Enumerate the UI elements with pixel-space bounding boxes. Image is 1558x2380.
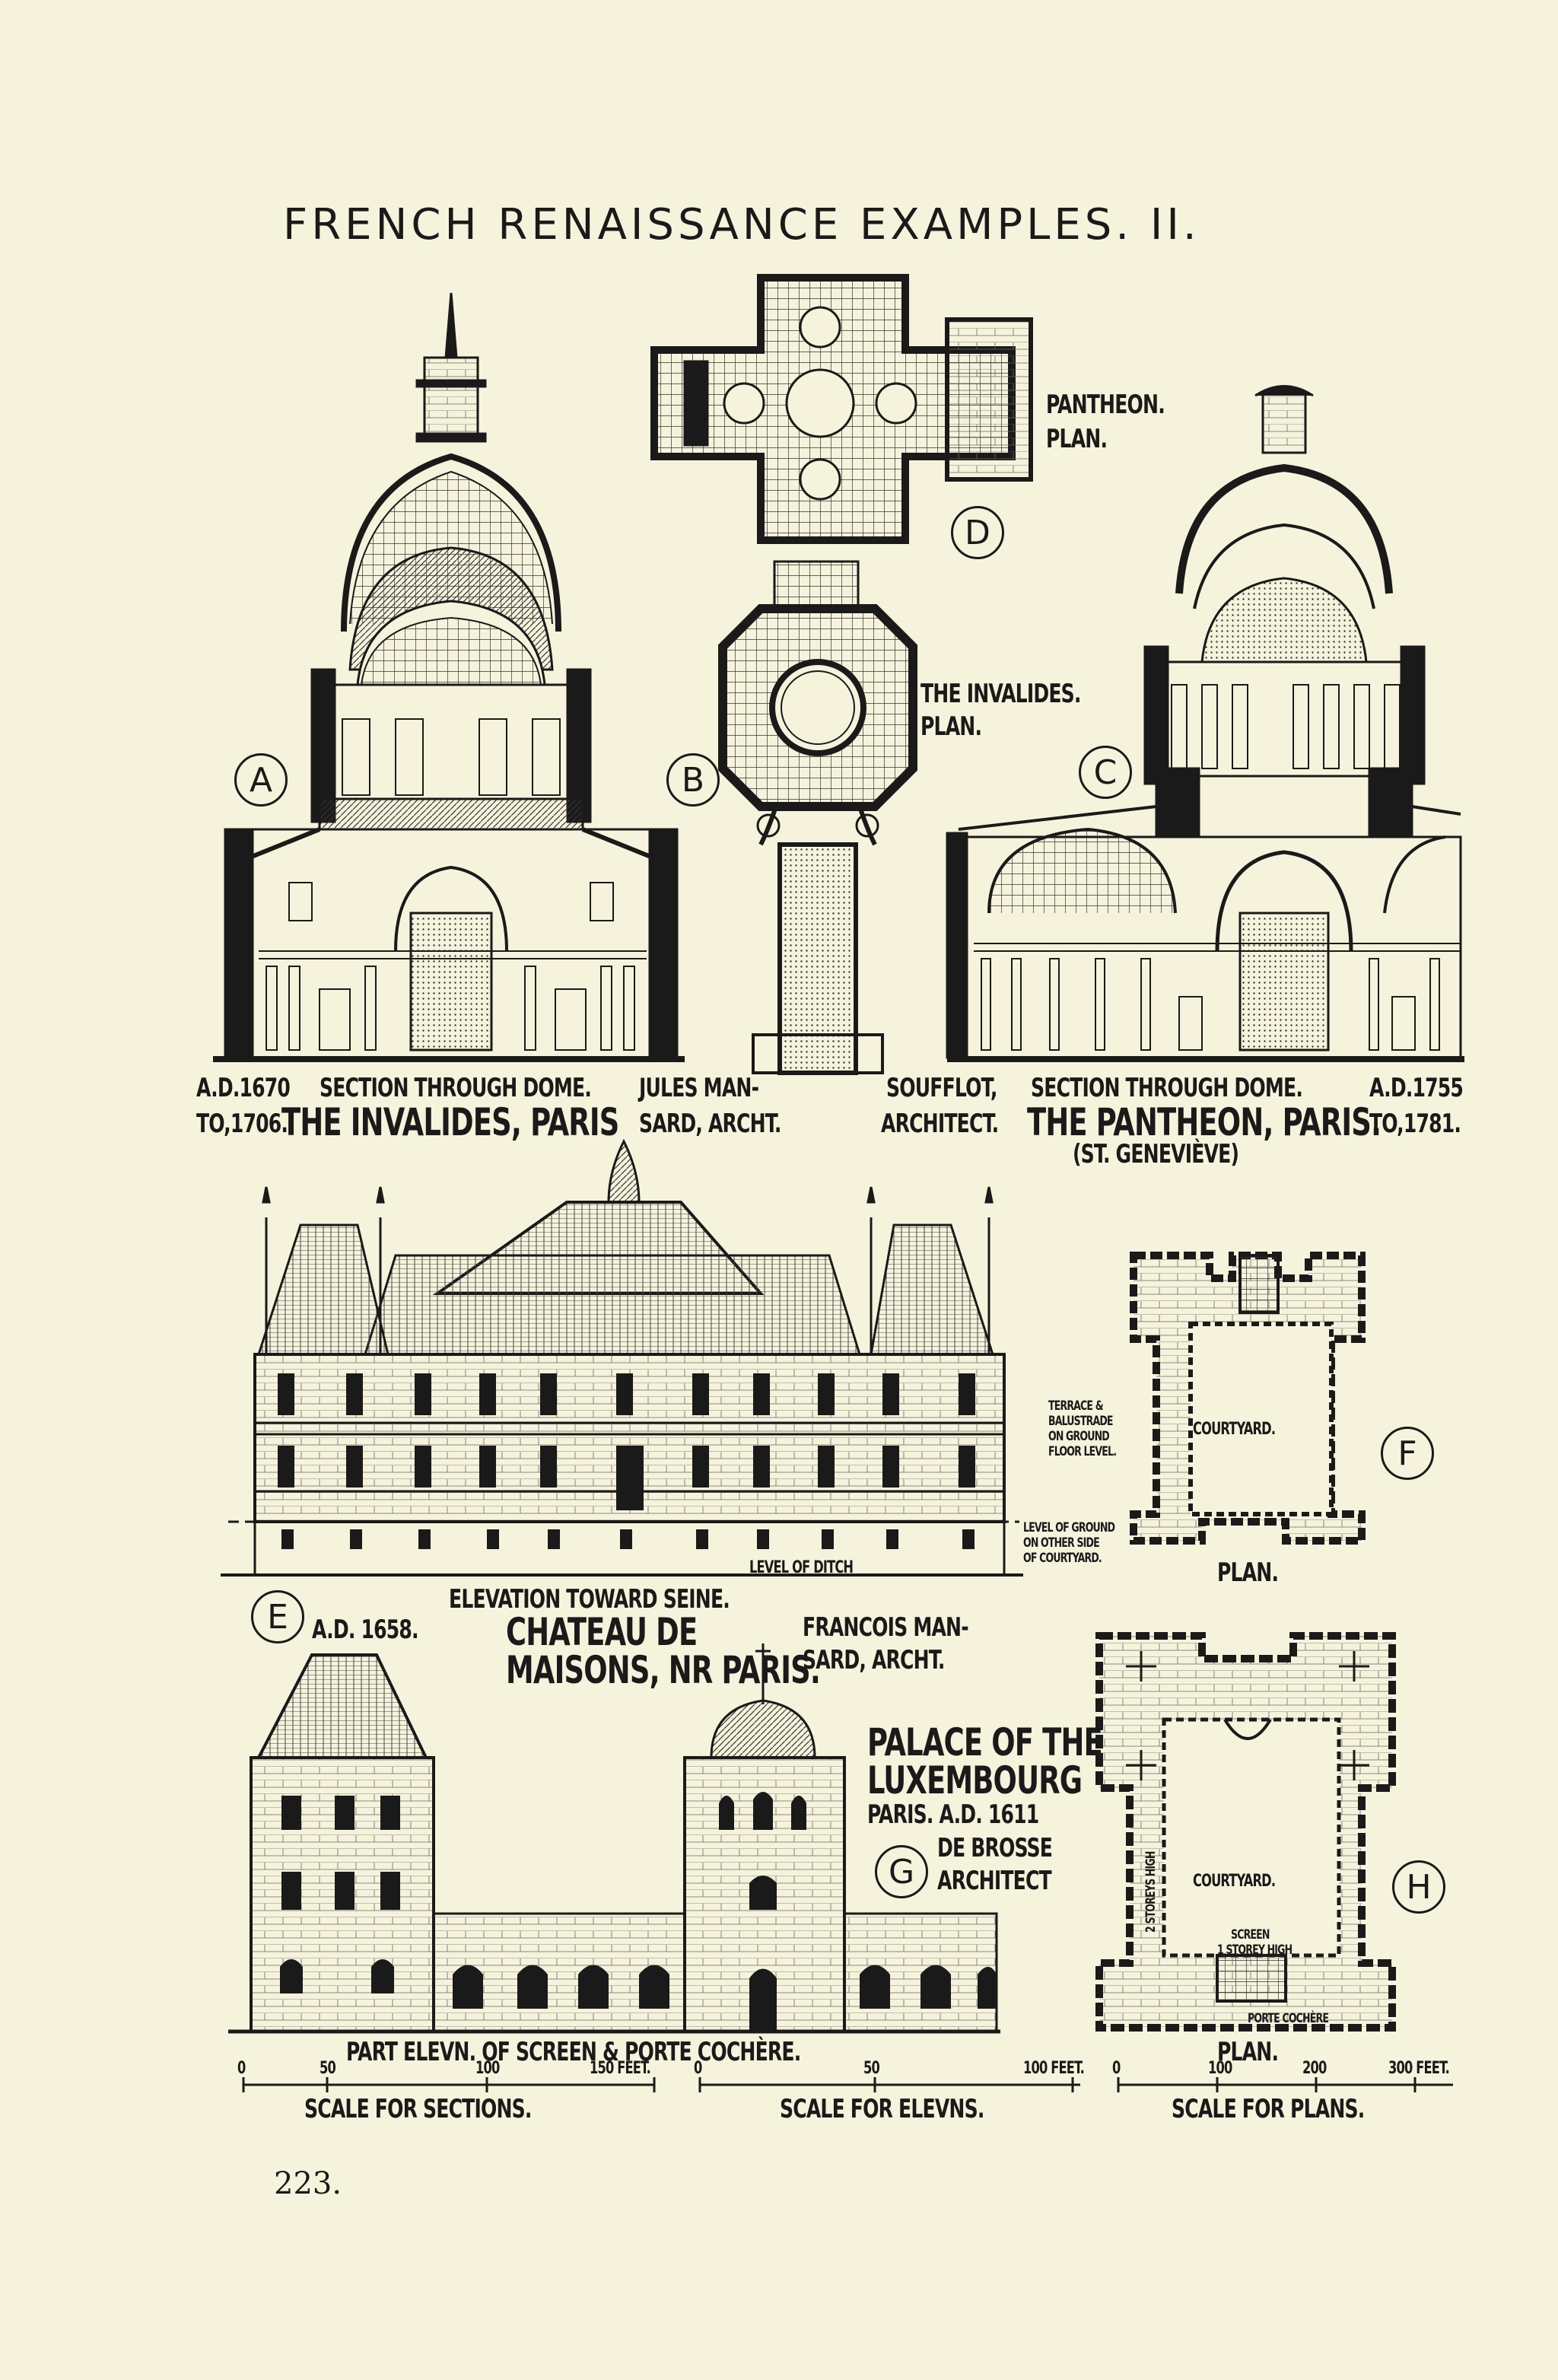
chateau-plan-label: PLAN. [1217, 1558, 1279, 1588]
scale-sections-tick-0: 0 [237, 2059, 246, 2078]
scale-plans-tick-1: 100 [1208, 2059, 1232, 2078]
luxembourg-line-1: PALACE OF THE [867, 1720, 1103, 1764]
pantheon-section-drawing [946, 385, 1464, 1062]
terrace-note-4: FLOOR LEVEL. [1048, 1444, 1117, 1459]
level-note-2: ON OTHER SIDE [1023, 1535, 1100, 1551]
scale-plans-tick-2: 200 [1302, 2059, 1327, 2078]
pantheon-plan-drawing [650, 274, 1033, 544]
luxembourg-plan-drawing [1095, 1632, 1396, 2032]
pantheon-architect-bottom: ARCHITECT. [881, 1109, 999, 1139]
terrace-note-1: TERRACE & [1048, 1398, 1104, 1414]
pantheon-architect-top: SOUFFLOT, [886, 1073, 997, 1103]
figure-letter-f: F [1381, 1427, 1434, 1480]
pantheon-alt-name: (ST. GENEVIÈVE) [1073, 1139, 1239, 1169]
pantheon-date-bottom: TO,1781. [1369, 1109, 1461, 1139]
invalides-section-drawing [213, 292, 685, 1062]
chateau-level-label: LEVEL OF DITCH [749, 1558, 854, 1577]
level-note-3: OF COURTYARD. [1023, 1551, 1102, 1566]
luxembourg-line-5: ARCHITECT [937, 1866, 1052, 1896]
invalides-name: THE INVALIDES, PARIS [281, 1100, 619, 1144]
scale-plans-label: SCALE FOR PLANS. [1172, 2094, 1365, 2124]
figure-letter-c: C [1079, 746, 1132, 799]
luxembourg-line-2: LUXEMBOURG [867, 1758, 1083, 1803]
chateau-elevation-drawing [221, 1138, 1023, 1577]
chateau-elevation-label: ELEVATION TOWARD SEINE. [449, 1584, 730, 1615]
luxembourg-line-4: DE BROSSE [937, 1833, 1053, 1863]
invalides-architect-bottom: SARD, ARCHT. [639, 1109, 781, 1139]
invalides-plan-label: THE INVALIDES. [920, 679, 1081, 709]
pantheon-plan-label: PANTHEON. [1046, 390, 1165, 420]
scale-elev-tick-0: 0 [694, 2059, 702, 2078]
pantheon-name: THE PANTHEON, PARIS. [1027, 1100, 1382, 1144]
figure-letter-a: A [234, 753, 288, 807]
invalides-plan-label-2: PLAN. [920, 711, 982, 742]
luxembourg-elevation-drawing [228, 1643, 1000, 2034]
invalides-section-subtitle: SECTION THROUGH DOME. [320, 1073, 592, 1103]
scale-sections-label: SCALE FOR SECTIONS. [304, 2094, 532, 2124]
chateau-architect-2: SARD, ARCHT. [803, 1645, 945, 1675]
invalides-date-top: A.D.1670 [196, 1073, 291, 1103]
scale-elev-tick-2: 100 FEET. [1023, 2059, 1085, 2078]
terrace-note-2: BALUSTRADE [1048, 1414, 1113, 1429]
figure-letter-h: H [1392, 1860, 1445, 1914]
page-number: 223. [274, 2166, 342, 2201]
pantheon-plan-label-2: PLAN. [1046, 424, 1108, 454]
screen-note-2: 1 STOREY HIGH [1217, 1943, 1293, 1958]
figure-letter-d: D [951, 506, 1004, 559]
figure-letter-e: E [251, 1590, 304, 1643]
screen-note-1: SCREEN [1231, 1927, 1270, 1943]
pantheon-date-top: A.D.1755 [1369, 1073, 1464, 1103]
terrace-note-3: ON GROUND [1048, 1429, 1110, 1444]
figure-letter-g: G [875, 1845, 928, 1898]
scale-sections-tick-2: 100 [475, 2059, 500, 2078]
scale-elev-tick-1: 50 [863, 2059, 880, 2078]
luxembourg-line-3: PARIS. A.D. 1611 [867, 1799, 1039, 1830]
chateau-date: A.D. 1658. [312, 1615, 419, 1645]
scale-elev-label: SCALE FOR ELEVNS. [780, 2094, 984, 2124]
plate-title: FRENCH RENAISSANCE EXAMPLES. II. [283, 200, 1200, 250]
invalides-plan-drawing [718, 560, 917, 1075]
chateau-courtyard-label: COURTYARD. [1193, 1420, 1276, 1439]
chateau-architect-1: FRANCOIS MAN- [803, 1612, 969, 1643]
level-note-1: LEVEL OF GROUND [1023, 1520, 1115, 1535]
scale-plans-tick-3: 300 FEET. [1388, 2059, 1450, 2078]
chateau-plan-drawing [1130, 1252, 1366, 1545]
scale-plans-tick-0: 0 [1112, 2059, 1121, 2078]
scale-sections-tick-1: 50 [320, 2059, 336, 2078]
luxembourg-courtyard-label: COURTYARD. [1193, 1872, 1276, 1891]
chateau-name-2: MAISONS, NR PARIS. [506, 1648, 821, 1692]
storeys-note: 2 STOREYS HIGH [1143, 1851, 1159, 1933]
figure-letter-b: B [666, 753, 720, 807]
scale-bars [242, 2077, 1453, 2092]
porte-cochere-note: PORTE COCHÈRE [1248, 2011, 1329, 2026]
chateau-name-1: CHATEAU DE [506, 1610, 698, 1654]
invalides-architect-top: JULES MAN- [639, 1073, 759, 1103]
luxembourg-elevation-label: PART ELEVN. OF SCREEN & PORTE COCHÈRE. [346, 2037, 801, 2067]
luxembourg-plan-label: PLAN. [1217, 2037, 1279, 2067]
scale-sections-tick-3: 150 FEET. [590, 2059, 651, 2078]
invalides-date-bottom: TO,1706. [196, 1109, 288, 1139]
pantheon-section-subtitle: SECTION THROUGH DOME. [1031, 1073, 1303, 1103]
